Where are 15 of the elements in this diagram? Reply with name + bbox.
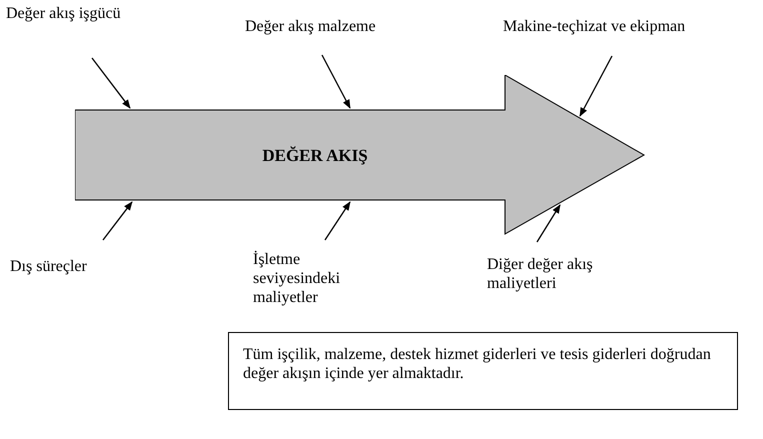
arrow <box>91 58 131 109</box>
cost-label: Makine-teçhizat ve ekipman <box>503 17 686 36</box>
arrow-label: DEĞER AKIŞ <box>262 146 369 164</box>
arrow <box>102 201 133 240</box>
cost-label: Değer akış malzeme <box>245 17 377 36</box>
note-box <box>228 332 738 410</box>
arrow <box>536 204 561 242</box>
cost-label: Diğer değer akış maliyetleri <box>487 255 594 293</box>
cost-label: İşletme seviyesindeki maliyetler <box>253 250 342 307</box>
arrow <box>579 56 613 117</box>
arrow <box>324 201 351 240</box>
cost-label: Değer akış işgücü <box>6 4 122 23</box>
cost-label: Dış süreçler <box>10 257 88 276</box>
arrow <box>321 54 351 109</box>
note-text: Tüm işçilik, malzeme, destek hizmet giderleri ve tesis giderleri doğrudan değer akışın içinde yer almaktadır. <box>243 345 712 383</box>
